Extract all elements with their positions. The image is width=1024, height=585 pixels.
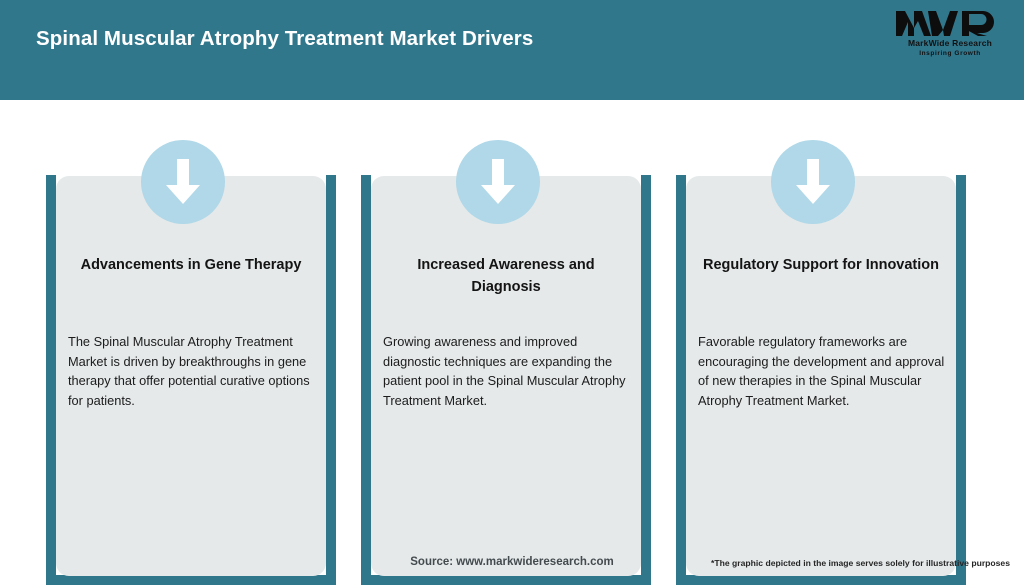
down-arrow-glyph (166, 159, 200, 204)
source-label: Source: www.markwideresearch.com (410, 556, 614, 568)
card-body-text: Growing awareness and improved diagnosti… (383, 334, 626, 408)
logo-company-name: MarkWide Research (907, 38, 993, 48)
card-heading: Advancements in Gene Therapy (80, 257, 302, 273)
card-panel (56, 176, 326, 576)
driver-card-2: Increased Awareness and Diagnosis Growin… (361, 140, 651, 585)
brand-logo: MarkWide Research Inspiring Growth (894, 8, 1006, 66)
down-arrow-icon (456, 140, 540, 224)
driver-card-3: Regulatory Support for Innovation Favora… (676, 140, 966, 585)
down-arrow-glyph (481, 159, 515, 204)
card-heading: Regulatory Support for Innovation (702, 257, 940, 273)
card-body-text: Favorable regulatory frameworks are enco… (698, 334, 945, 408)
down-arrow-glyph (796, 159, 830, 204)
card-panel (686, 176, 956, 576)
page-title: Spinal Muscular Atrophy Treatment Market… (36, 27, 534, 50)
down-arrow-icon (771, 140, 855, 224)
page-header: Spinal Muscular Atrophy Treatment Market… (0, 0, 1024, 100)
disclaimer-note: *The graphic depicted in the image serve… (711, 558, 1010, 568)
logo-tagline: Inspiring Growth (919, 50, 981, 57)
card-body-text: The Spinal Muscular Atrophy Treatment Ma… (68, 334, 310, 408)
card-panel (371, 176, 641, 576)
driver-card-1: Advancements in Gene Therapy The Spinal … (46, 140, 336, 585)
mwr-logo-icon (896, 11, 994, 36)
drivers-card-row: Advancements in Gene Therapy The Spinal … (0, 100, 1024, 585)
card-heading: Increased Awareness and Diagnosis (417, 257, 595, 295)
down-arrow-icon (141, 140, 225, 224)
